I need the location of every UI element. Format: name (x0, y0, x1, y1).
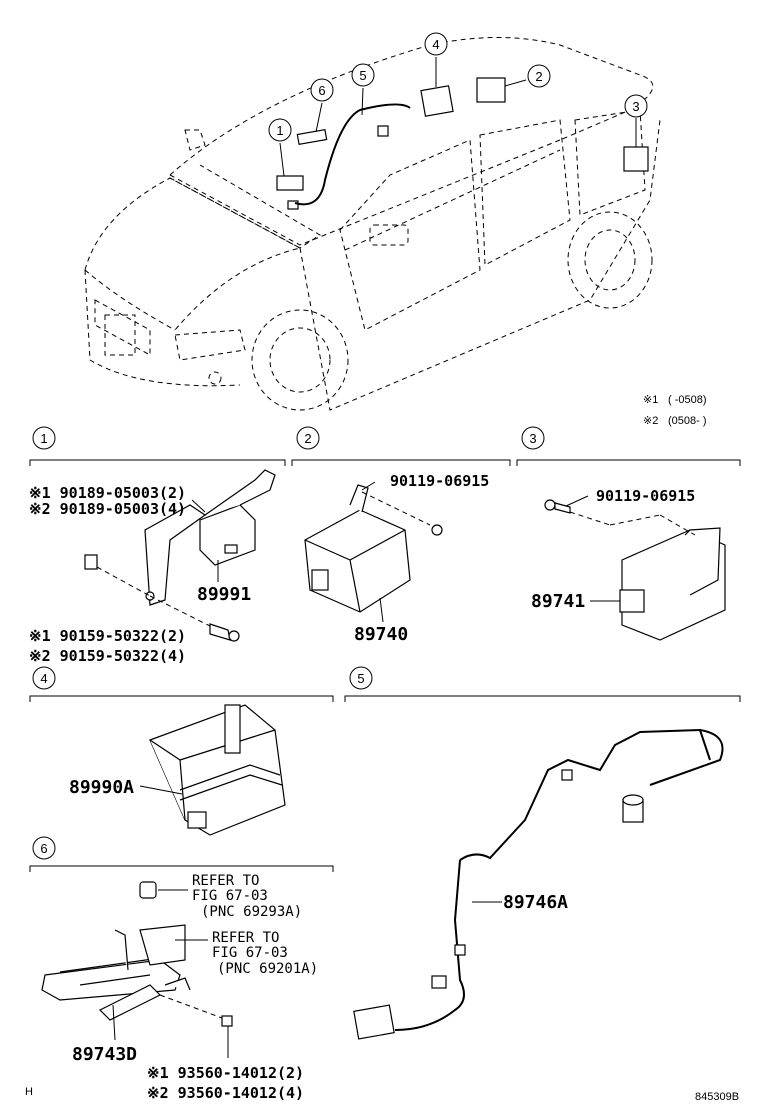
illustration-code: 845309B (695, 1091, 739, 1103)
svg-text:4: 4 (432, 37, 439, 52)
part-89746a: 89746A (503, 892, 568, 913)
vehicle-callout-5: 5 (351, 63, 375, 87)
part-89991: 89991 (197, 584, 251, 605)
svg-text:※2: ※2 (643, 415, 658, 427)
part-93560-14012-a: ※1 93560-14012(2) (147, 1064, 304, 1082)
svg-text:3: 3 (529, 431, 536, 446)
svg-text:5: 5 (359, 68, 366, 83)
section-2-drawing (304, 481, 443, 623)
part-89990a: 89990A (69, 777, 134, 798)
notes-legend: ※1 ( -0508) ※2 (0508- ) (643, 394, 707, 427)
section-1-number: 1 (32, 426, 56, 450)
refer-to-label-a: REFER TO (192, 873, 259, 889)
part-90119-06915-b: 90119-06915 (596, 487, 695, 505)
section-4-number: 4 (32, 666, 56, 690)
section-4-drawing (139, 704, 286, 836)
vehicle-callout-6: 6 (310, 78, 334, 102)
section-2-number: 2 (296, 426, 320, 450)
section-6-number: 6 (32, 836, 56, 860)
svg-text:1: 1 (276, 123, 283, 138)
svg-text:※1: ※1 (643, 394, 658, 406)
part-90159-50322-a: ※1 90159-50322(2) (29, 627, 186, 645)
refer-pnc-label-b: (PNC 69201A) (217, 961, 318, 977)
part-90189-05003-b: ※2 90189-05003(4) (29, 500, 186, 518)
svg-text:5: 5 (357, 671, 364, 686)
vehicle-callout-4: 4 (424, 32, 448, 56)
section-3-drawing (544, 495, 726, 641)
part-89743d: 89743D (72, 1044, 137, 1065)
section-3-number: 3 (521, 426, 545, 450)
part-90189-05003-a: ※1 90189-05003(2) (29, 484, 186, 502)
vehicle-callout-1: 1 (268, 118, 292, 142)
section-5-drawing (353, 728, 724, 1040)
vehicle-callout-3: 3 (624, 94, 648, 118)
part-89741: 89741 (531, 591, 585, 612)
part-89740: 89740 (354, 624, 408, 645)
part-90159-50322-b: ※2 90159-50322(4) (29, 647, 186, 665)
refer-fig-label-a: FIG 67-03 (192, 888, 268, 904)
footer-left-mark: H (25, 1086, 33, 1098)
svg-text:4: 4 (40, 671, 47, 686)
section-6-drawing (41, 881, 233, 1058)
refer-to-label-b: REFER TO (212, 930, 279, 946)
section-1-drawing (84, 469, 276, 642)
svg-text:2: 2 (304, 431, 311, 446)
svg-text:6: 6 (318, 83, 325, 98)
svg-text:2: 2 (535, 69, 542, 84)
vehicle-callout-2: 2 (527, 64, 551, 88)
vehicle-illustration (84, 37, 661, 411)
part-90119-06915-a: 90119-06915 (390, 472, 489, 490)
refer-pnc-label-a: (PNC 69293A) (201, 904, 302, 920)
section-5-number: 5 (349, 666, 373, 690)
part-93560-14012-b: ※2 93560-14012(4) (147, 1084, 304, 1102)
svg-text:1: 1 (40, 431, 47, 446)
svg-text:(0508- ): (0508- ) (668, 415, 707, 427)
svg-text:6: 6 (40, 841, 47, 856)
svg-text:3: 3 (632, 99, 639, 114)
svg-text:( -0508): ( -0508) (668, 394, 707, 406)
refer-fig-label-b: FIG 67-03 (212, 945, 288, 961)
